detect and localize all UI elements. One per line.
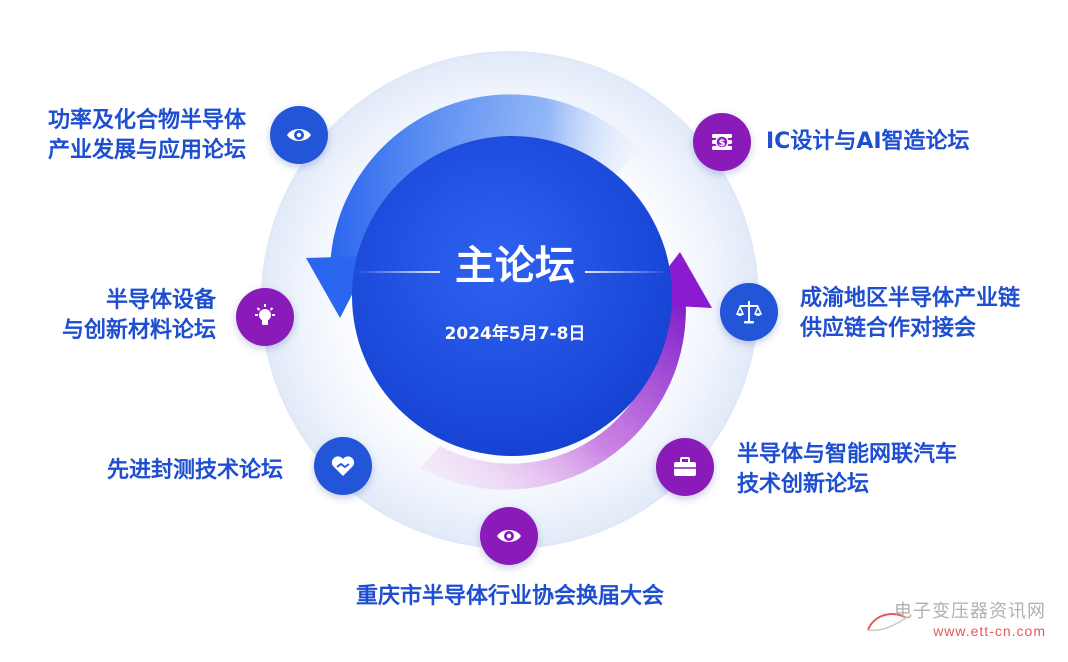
briefcase-icon bbox=[674, 457, 696, 476]
badge-power-semi bbox=[270, 106, 328, 164]
watermark-logo bbox=[867, 613, 907, 632]
label-ic-ai-line1: IC设计与AI智造论坛 bbox=[766, 129, 970, 154]
handshake-heart-icon bbox=[331, 456, 355, 476]
lightbulb-icon bbox=[255, 304, 275, 325]
watermark-line1: 电子变压器资讯网 bbox=[894, 601, 1046, 621]
purple-arrow-arc bbox=[420, 292, 686, 490]
badge-chengyu bbox=[720, 283, 778, 341]
label-equipment-line1: 半导体设备 bbox=[105, 288, 216, 313]
label-auto: 半导体与智能网联汽车 技术创新论坛 bbox=[737, 440, 957, 500]
label-auto-line1: 半导体与智能网联汽车 bbox=[737, 442, 958, 467]
label-equipment-line2: 与创新材料论坛 bbox=[61, 318, 216, 343]
label-packaging-line1: 先进封测技术论坛 bbox=[106, 458, 283, 483]
label-auto-line2: 技术创新论坛 bbox=[737, 472, 870, 497]
svg-text:$: $ bbox=[719, 138, 726, 149]
main-forum-title: 主论坛 bbox=[455, 243, 575, 289]
label-equipment: 半导体设备 与创新材料论坛 bbox=[62, 286, 216, 346]
badge-auto bbox=[656, 438, 714, 496]
label-chengyu-line1: 成渝地区半导体产业链 bbox=[800, 286, 1021, 311]
title-line-right bbox=[585, 271, 669, 273]
title-line-left bbox=[356, 271, 440, 273]
dollar-coins-icon: $ bbox=[712, 134, 732, 150]
badge-ic-ai: $ bbox=[693, 113, 751, 171]
label-packaging: 先进封测技术论坛 bbox=[107, 456, 283, 486]
eye-icon bbox=[287, 129, 311, 141]
label-ic-ai: IC设计与AI智造论坛 bbox=[766, 127, 970, 157]
center-circle bbox=[352, 136, 672, 456]
blue-arrow-arc bbox=[329, 94, 640, 288]
badge-equipment bbox=[236, 288, 294, 346]
balance-scale-icon bbox=[735, 301, 763, 324]
badge-packaging bbox=[314, 437, 372, 495]
label-association: 重庆市半导体行业协会换届大会 bbox=[310, 582, 710, 612]
label-power-semi-line1: 功率及化合物半导体 bbox=[47, 108, 246, 133]
watermark: 电子变压器资讯网 www.ett-cn.com bbox=[894, 600, 1046, 640]
label-association-line1: 重庆市半导体行业协会换届大会 bbox=[355, 584, 664, 609]
eye-icon bbox=[497, 530, 521, 542]
label-chengyu-line2: 供应链合作对接会 bbox=[800, 316, 977, 341]
watermark-line2: www.ett-cn.com bbox=[933, 623, 1046, 639]
label-power-semi-line2: 产业发展与应用论坛 bbox=[47, 138, 246, 163]
label-chengyu: 成渝地区半导体产业链 供应链合作对接会 bbox=[800, 284, 1020, 344]
badge-association bbox=[480, 507, 538, 565]
main-forum-date: 2024年5月7-8日 bbox=[444, 324, 586, 344]
label-power-semi: 功率及化合物半导体 产业发展与应用论坛 bbox=[48, 106, 246, 166]
